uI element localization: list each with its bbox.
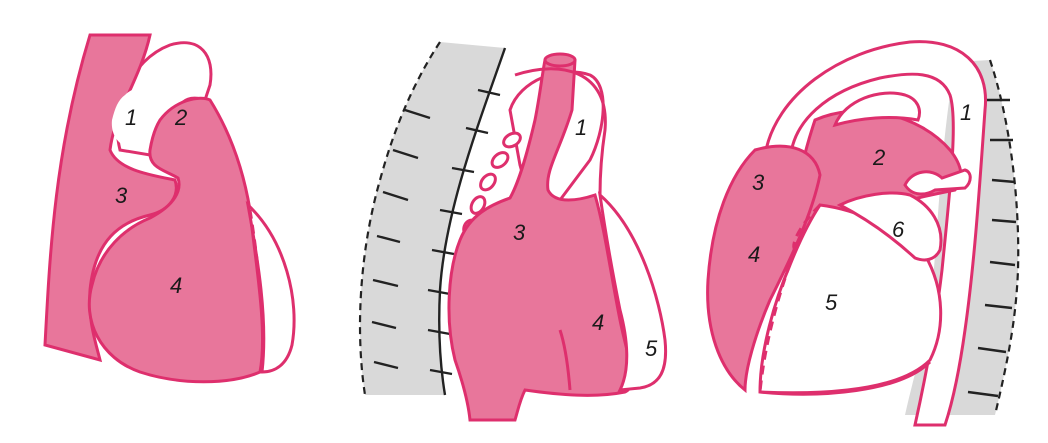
left-label-1: 1 (125, 105, 137, 130)
left-heart-body (89, 98, 262, 382)
right-label-4: 4 (748, 242, 760, 267)
panel-right: 1 2 3 4 5 6 (708, 42, 1019, 425)
right-label-2: 2 (872, 145, 885, 170)
panel-middle: 1 3 4 5 (360, 42, 666, 420)
right-label-1: 1 (960, 100, 972, 125)
left-label-4: 4 (170, 273, 182, 298)
middle-label-1: 1 (575, 115, 587, 140)
left-label-2: 2 (174, 105, 187, 130)
right-label-3: 3 (752, 170, 765, 195)
middle-label-3: 3 (513, 220, 526, 245)
panel-left: 1 2 3 4 (45, 35, 294, 382)
middle-label-4: 4 (592, 310, 604, 335)
middle-label-5: 5 (645, 336, 658, 361)
left-label-3: 3 (115, 183, 128, 208)
right-label-6: 6 (892, 217, 905, 242)
right-label-5: 5 (825, 290, 838, 315)
